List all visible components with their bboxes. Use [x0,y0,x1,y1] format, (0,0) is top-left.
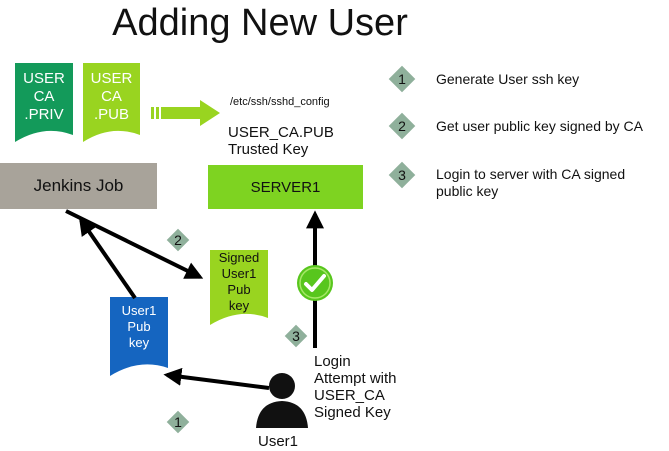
ca-priv-line-2: CA [33,88,55,105]
server1-box: SERVER1 [208,165,363,209]
sshd-config-path: /etc/ssh/sshd_config [230,96,330,108]
signed-line-4: key [228,298,250,313]
login-attempt-text: Login Attempt with USER_CA Signed Key [314,353,397,421]
badge-step-2-label: 2 [174,232,182,248]
badge-step-2: 2 [165,227,191,253]
server1-label: SERVER1 [250,178,321,196]
badge-step-1-label: 1 [174,414,182,430]
ca-priv-line-1: USER [23,70,65,87]
signed-line-1: Signed [218,250,260,265]
diagram-title: Adding New User [112,2,408,44]
badge-step-1: 1 [165,409,191,435]
jenkins-job-label: Jenkins Job [33,176,124,195]
jenkins-job-box: Jenkins Job [0,163,157,209]
check-icon [297,265,333,301]
legend-badge-1-label: 1 [398,71,406,87]
ca-pub-line-1: USER [90,70,133,87]
ca-pub-line-2: CA [101,88,122,105]
user1-pub-line-3: key [128,335,150,350]
step-3-text: Login to server with CA signed public ke… [436,166,625,200]
legend-badge-1: 1 [387,64,417,94]
signed-line-3: Pub [227,282,251,297]
legend-badge-3-label: 3 [398,167,406,183]
ca-pub-line-3: .PUB [93,106,129,123]
signed-key-shape [210,250,268,325]
ca-priv-line-3: .PRIV [24,106,64,123]
ca-priv-key-shape [15,63,73,142]
legend-badge-2: 2 [387,111,417,141]
trusted-key-label: USER_CA.PUB Trusted Key [228,124,334,158]
user1-pub-key-label: User1 Pub key [110,303,168,351]
user1-label: User1 [258,433,299,450]
ca-priv-key-label: USER CA .PRIV [15,70,73,124]
step-1-text: Generate User ssh key [436,71,580,87]
signed-line-2: User1 [221,266,257,281]
step-3-line-1: Login to server with CA signed [436,166,626,182]
user1-pub-line-1: User1 [121,303,157,318]
ca-pub-key-label: USER CA .PUB [83,70,140,124]
signed-key-label: Signed User1 Pub key [210,250,268,314]
user-icon [256,373,308,428]
login-line-1: Login [314,353,351,370]
arrow-to-jenkins [78,217,137,300]
ca-pub-key-shape [83,63,140,142]
badge-step-3: 3 [283,323,309,349]
badge-step-3-label: 3 [292,328,300,344]
legend-badge-3: 3 [387,160,417,190]
legend-badge-2-label: 2 [398,118,406,134]
step-2-text: Get user public key signed by CA [436,118,643,134]
login-line-4: Signed Key [314,404,391,421]
login-line-3: USER_CA [314,387,385,404]
user1-pub-key-shape [110,297,168,376]
user1-pub-line-2: Pub [127,319,151,334]
trusted-key-line-2: Trusted Key [228,141,309,158]
deploy-arrow-icon [151,100,220,126]
arrow-to-user1-key [163,367,270,390]
step-3-line-2: public key [436,183,499,199]
login-line-2: Attempt with [314,370,397,387]
trusted-key-line-1: USER_CA.PUB [228,124,334,141]
